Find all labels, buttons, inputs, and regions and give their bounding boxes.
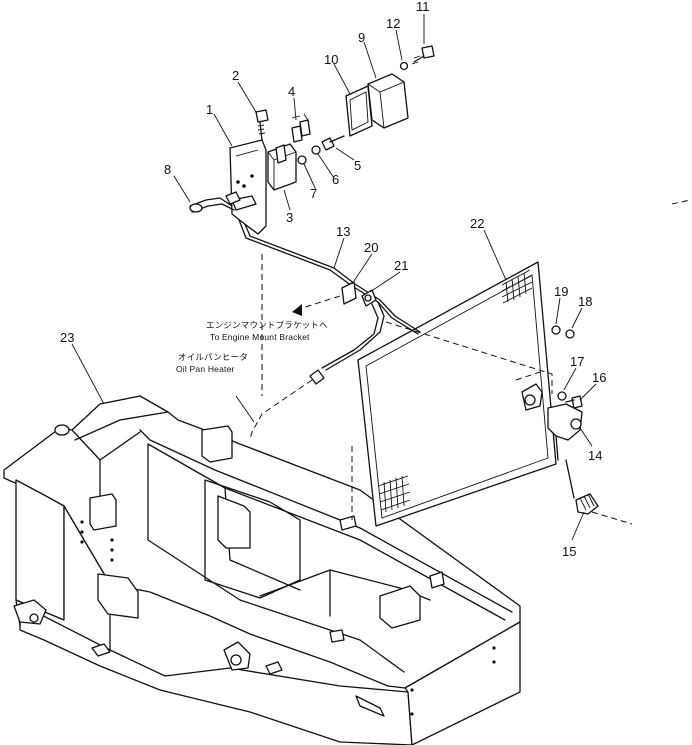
callout-8: 8 xyxy=(164,162,171,177)
callout-6: 6 xyxy=(332,172,339,187)
note-oil-pan-en: Oil Pan Heater xyxy=(176,364,235,374)
callout-19: 19 xyxy=(554,284,568,299)
callout-3: 3 xyxy=(286,210,293,225)
callout-1: 1 xyxy=(206,102,213,117)
callout-7: 7 xyxy=(310,186,317,201)
callout-5: 5 xyxy=(354,158,361,173)
cover-part-9 xyxy=(367,73,409,129)
bolt-part-16 xyxy=(565,395,583,409)
callout-17: 17 xyxy=(570,354,584,369)
leader-lines xyxy=(71,14,597,541)
mesh-top-right xyxy=(501,269,533,304)
bolt-part-2 xyxy=(255,109,269,141)
washer-part-6 xyxy=(311,145,321,155)
callout-2: 2 xyxy=(232,68,239,83)
callout-22: 22 xyxy=(470,216,484,231)
centerline-harness xyxy=(385,321,553,394)
callout-15: 15 xyxy=(562,544,576,559)
callout-13: 13 xyxy=(336,224,350,239)
washer-part-18 xyxy=(565,329,575,339)
gasket-part-10 xyxy=(345,85,373,137)
callout-4: 4 xyxy=(288,84,295,99)
bracket-part-1 xyxy=(229,139,267,235)
mesh-bottom-left xyxy=(377,475,411,513)
frame-part-23 xyxy=(3,395,521,745)
callout-14: 14 xyxy=(588,448,602,463)
callout-labels: 1 2 3 4 5 6 7 8 9 10 11 12 13 14 15 16 1… xyxy=(60,0,606,559)
nut-part-7 xyxy=(297,155,307,165)
callout-9: 9 xyxy=(358,30,365,45)
bolt-part-11 xyxy=(411,45,435,65)
callout-12: 12 xyxy=(386,16,400,31)
callout-23: 23 xyxy=(60,330,74,345)
harness-part-13 xyxy=(235,211,421,520)
callout-11: 11 xyxy=(416,0,430,14)
heater-panel-part-22 xyxy=(357,261,557,527)
nut-part-19 xyxy=(551,325,561,335)
note-engine-mount-en: To Engine Mount Bracket xyxy=(210,332,310,342)
note-oil-pan-jp: オイルパンヒータ xyxy=(178,352,248,362)
callout-18: 18 xyxy=(578,294,592,309)
centerline-lug xyxy=(515,371,541,381)
bracket-part-14 xyxy=(547,403,583,461)
fuse-part-4 xyxy=(291,113,311,143)
callout-16: 16 xyxy=(592,370,606,385)
relay-part-3 xyxy=(267,143,297,191)
washer-part-17 xyxy=(557,391,567,401)
corner-mark xyxy=(671,199,691,205)
clamp-part-20 xyxy=(341,281,357,305)
screw-part-5 xyxy=(321,135,345,151)
callout-21: 21 xyxy=(394,258,408,273)
callout-20: 20 xyxy=(364,240,378,255)
note-engine-mount-jp: エンジンマウントブラケットへ xyxy=(206,320,328,330)
washer-part-12 xyxy=(399,61,409,71)
grommet-part-15 xyxy=(565,459,599,515)
callout-10: 10 xyxy=(324,52,338,67)
centerline-grommet xyxy=(591,511,633,525)
cable-part-8 xyxy=(189,191,241,213)
annotation-notes: エンジンマウントブラケットへ To Engine Mount Bracket オ… xyxy=(176,320,328,374)
